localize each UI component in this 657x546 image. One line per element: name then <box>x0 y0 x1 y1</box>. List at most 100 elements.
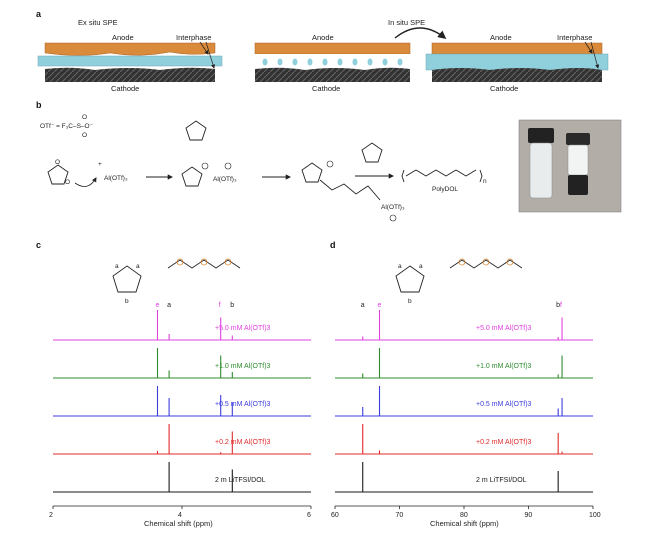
x-tick-label: 4 <box>178 512 182 519</box>
panel-c-polydol-structure <box>167 258 241 269</box>
peak-label-a: a <box>167 302 171 309</box>
panel-d-xlabel: Chemical shift (ppm) <box>430 519 499 528</box>
in-situ-before-schematic: Anode Cathode <box>254 33 411 93</box>
spectrum-c-1: +1.0 mM Al(OTf)3 <box>53 348 311 379</box>
in-situ-after-cathode <box>432 68 602 82</box>
in-situ-before-anode-label: Anode <box>312 33 334 42</box>
svg-text:O: O <box>82 132 87 139</box>
panel-b-letter: b <box>36 100 42 110</box>
dol-monomer: O O <box>47 159 70 186</box>
reagent-1: Al(OTf)₃ <box>104 175 128 182</box>
svg-text:a: a <box>419 263 423 270</box>
spectrum-label: +5.0 mM Al(OTf)3 <box>215 325 271 332</box>
svg-text:a: a <box>115 263 119 270</box>
in-situ-after-interphase-label: Interphase <box>557 33 592 42</box>
svg-text:O: O <box>82 114 87 121</box>
peak-label-b: b <box>556 302 560 309</box>
liquid-droplets <box>262 58 403 66</box>
panel-d-axis: 60 70 80 90 100 <box>331 505 601 519</box>
spectrum-label: +5.0 mM Al(OTf)3 <box>476 325 532 332</box>
ex-situ-electrolyte <box>37 55 223 67</box>
spectrum-label: 2 m LiTFSI/DOL <box>476 477 527 484</box>
spectrum-label: +0.2 mM Al(OTf)3 <box>215 439 271 446</box>
spectrum-label: +1.0 mM Al(OTf)3 <box>215 363 271 370</box>
ex-situ-anode-label: Anode <box>112 33 134 42</box>
spectrum-d-0: +5.0 mM Al(OTf)3 <box>335 310 593 341</box>
spectrum-label: +1.0 mM Al(OTf)3 <box>476 363 532 370</box>
x-tick-label: 100 <box>589 512 601 519</box>
in-situ-title: In situ SPE <box>388 18 425 27</box>
in-situ-after-anode-label: Anode <box>490 33 512 42</box>
x-tick-label: 2 <box>49 512 53 519</box>
in-situ-after-anode <box>431 42 603 55</box>
reagent-3: Al(OTf)₃ <box>381 204 405 211</box>
in-situ-before-cathode <box>255 67 410 82</box>
peak-label-e: e <box>155 302 159 309</box>
in-situ-before-cathode-label: Cathode <box>312 84 340 93</box>
intermediate: Al(OTf)₃ <box>181 120 237 187</box>
ex-situ-cathode <box>45 67 215 82</box>
spectrum-label: 2 m LiTFSI/DOL <box>215 477 266 484</box>
spectrum-c-3: +0.2 mM Al(OTf)3 <box>53 424 311 455</box>
panel-c: c a a b +5.0 mM Al(OTf)3 +1.0 mM Al(OTf)3… <box>36 240 312 528</box>
spectrum-label: +0.2 mM Al(OTf)3 <box>476 439 532 446</box>
transition-arrow <box>394 27 447 40</box>
propagating-chain: Al(OTf)₃ <box>301 160 405 222</box>
spectrum-c-0: +5.0 mM Al(OTf)3 <box>53 310 311 341</box>
panel-c-axis: 2 4 6 <box>49 505 312 519</box>
panel-c-xlabel: Chemical shift (ppm) <box>144 519 213 528</box>
spectrum-d-2: +0.5 mM Al(OTf)3 <box>335 386 593 417</box>
panel-b: b OTf⁻ = F₃C–S–O⁻ O O O O + Al(OTf)₃ Al(… <box>36 100 622 222</box>
peak-label-f: f <box>560 302 562 309</box>
plus-sign: + <box>98 161 102 168</box>
in-situ-after-cathode-label: Cathode <box>490 84 518 93</box>
panel-d-polydol-structure <box>449 258 523 269</box>
panel-d-spectra: +5.0 mM Al(OTf)3 +1.0 mM Al(OTf)3 +0.5 mM … <box>335 302 593 493</box>
ex-situ-anode <box>44 42 216 56</box>
polydol-structure: n PolyDOL <box>401 169 487 193</box>
peak-label-f: f <box>219 302 221 309</box>
peak-label-a: a <box>361 302 365 309</box>
panel-d-letter: d <box>330 240 336 250</box>
spectrum-d-1: +1.0 mM Al(OTf)3 <box>335 348 593 379</box>
vials-photo <box>518 119 622 213</box>
svg-text:O: O <box>55 159 60 166</box>
in-situ-before-anode <box>254 42 411 55</box>
peak-label-b: b <box>230 302 234 309</box>
subscript-n: n <box>483 178 487 185</box>
panel-a-letter: a <box>36 9 42 19</box>
otf-definition: OTf⁻ = F₃C–S–O⁻ <box>40 123 94 130</box>
panel-c-dol-structure: a a b <box>112 263 142 305</box>
svg-text:O: O <box>65 179 70 186</box>
ex-situ-interphase-label: Interphase <box>176 33 211 42</box>
x-tick-label: 70 <box>396 512 404 519</box>
polydol-label: PolyDOL <box>432 186 458 193</box>
dol-monomer-2 <box>361 142 383 163</box>
reagent-2: Al(OTf)₃ <box>213 176 237 183</box>
spectrum-label: +0.5 mM Al(OTf)3 <box>215 401 271 408</box>
panel-a: a Ex situ SPE Anode Interphase Cathode A… <box>36 9 609 93</box>
panel-d: d a a b +5.0 mM Al(OTf)3 +1.0 mM Al(OTf)3… <box>330 240 601 528</box>
x-tick-label: 80 <box>460 512 468 519</box>
ex-situ-title: Ex situ SPE <box>78 18 118 27</box>
svg-text:a: a <box>398 263 402 270</box>
panel-d-dol-structure: a a b <box>395 263 425 305</box>
x-tick-label: 6 <box>307 512 311 519</box>
in-situ-after-electrolyte <box>425 53 609 71</box>
spectrum-c-2: +0.5 mM Al(OTf)3 <box>53 386 311 417</box>
ex-situ-cathode-label: Cathode <box>111 84 139 93</box>
spectrum-d-4: 2 m LiTFSI/DOL <box>335 462 593 493</box>
x-tick-label: 60 <box>331 512 339 519</box>
peak-label-e: e <box>378 302 382 309</box>
spectrum-c-4: 2 m LiTFSI/DOL <box>53 462 311 493</box>
spectrum-d-3: +0.2 mM Al(OTf)3 <box>335 424 593 455</box>
spectrum-label: +0.5 mM Al(OTf)3 <box>476 401 532 408</box>
svg-text:b: b <box>125 298 129 305</box>
in-situ-after-schematic: Anode Interphase Cathode <box>425 33 609 93</box>
panel-c-letter: c <box>36 240 41 250</box>
ex-situ-schematic: Ex situ SPE Anode Interphase Cathode <box>37 18 223 93</box>
svg-text:a: a <box>136 263 140 270</box>
x-tick-label: 90 <box>525 512 533 519</box>
panel-c-spectra: +5.0 mM Al(OTf)3 +1.0 mM Al(OTf)3 +0.5 mM … <box>53 302 311 493</box>
